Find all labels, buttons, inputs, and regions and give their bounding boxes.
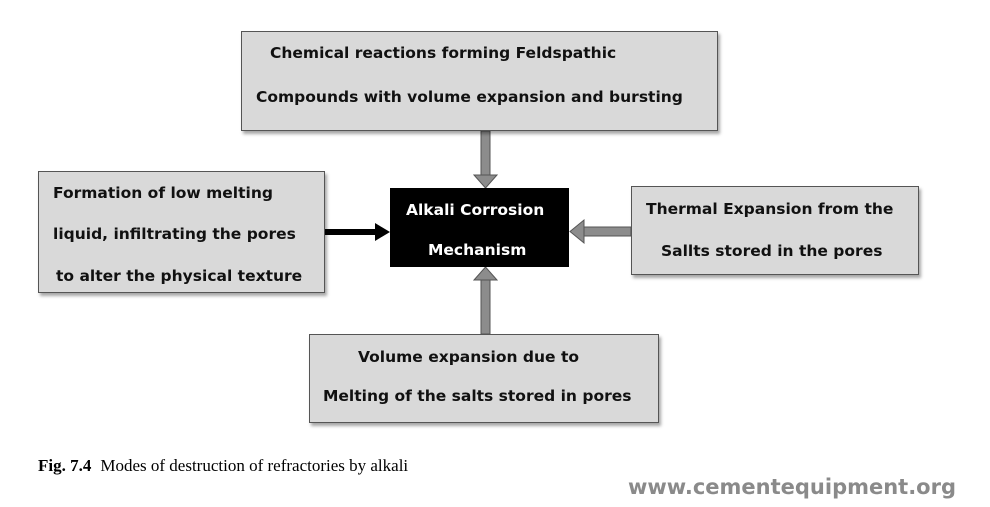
center-box-line-2: Mechanism — [428, 241, 527, 259]
left-cause-box: Formation of low melting liquid, infiltr… — [38, 171, 325, 293]
right-box-line-2: Sallts stored in the pores — [661, 242, 883, 260]
top-box-line-1: Chemical reactions forming Feldspathic — [270, 44, 617, 62]
arrow-top-to-center — [472, 130, 499, 189]
top-cause-box: Chemical reactions forming Feldspathic C… — [241, 31, 718, 131]
left-box-line-3: to alter the physical texture — [56, 267, 303, 285]
arrow-left-to-center — [325, 223, 390, 241]
bottom-cause-box: Volume expansion due to Melting of the s… — [309, 334, 659, 423]
watermark-text: www.cementequipment.org — [628, 475, 957, 499]
right-box-line-1: Thermal Expansion from the — [646, 200, 894, 218]
center-box-line-1: Alkali Corrosion — [406, 201, 545, 219]
center-mechanism-box: Alkali Corrosion Mechanism — [390, 188, 569, 267]
bottom-box-line-2: Melting of the salts stored in pores — [323, 387, 632, 405]
bottom-box-line-1: Volume expansion due to — [358, 348, 580, 366]
figure-caption: Fig. 7.4 Modes of destruction of refracto… — [38, 456, 408, 476]
figure-caption-text: Modes of destruction of refractories by … — [100, 456, 409, 475]
arrow-right-to-center — [569, 218, 632, 245]
right-cause-box: Thermal Expansion from the Sallts stored… — [631, 186, 919, 275]
left-box-line-1: Formation of low melting — [53, 184, 273, 202]
top-box-line-2: Compounds with volume expansion and burs… — [256, 88, 683, 106]
left-box-line-2: liquid, infiltrating the pores — [53, 225, 296, 243]
figure-label: Fig. 7.4 — [38, 456, 92, 475]
arrow-bottom-to-center — [472, 266, 499, 335]
